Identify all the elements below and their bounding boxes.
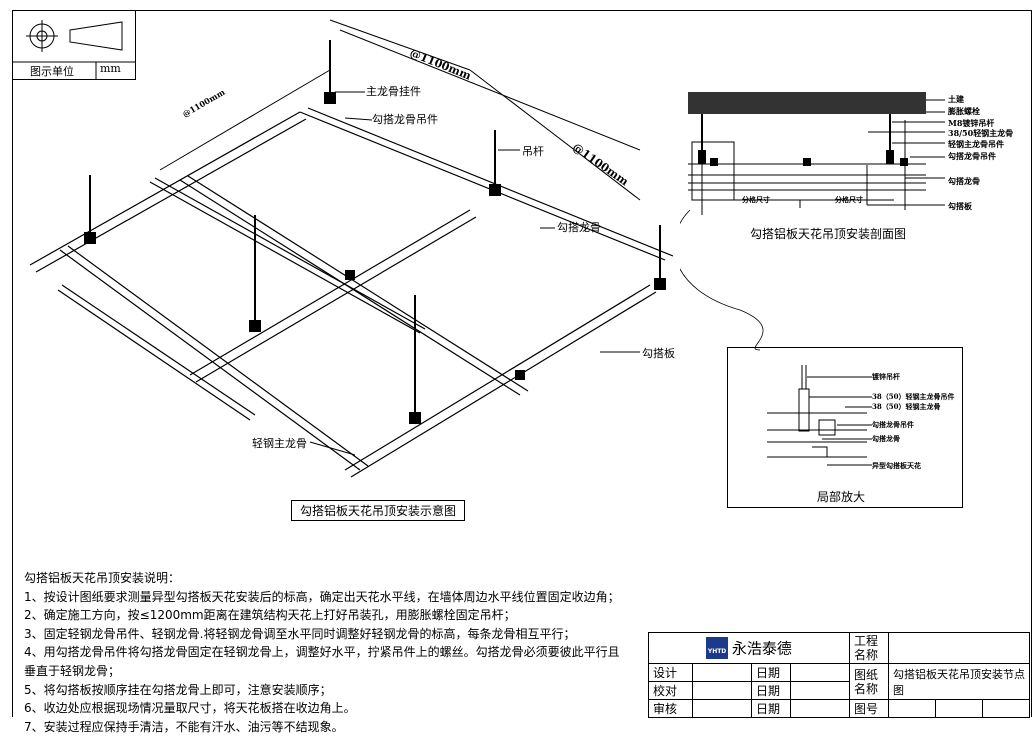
detail-label: 异型勾搭板天花 bbox=[872, 461, 921, 470]
unit-label: 图示单位 bbox=[30, 65, 74, 78]
title-block: YHTD 永浩泰德 工程名称 设计 日期 图纸名称 勾搭铝板天花吊顶安装节点图 … bbox=[648, 632, 1031, 718]
detail-label: 镀锌吊杆 bbox=[872, 372, 900, 381]
notes-title: 勾搭铝板天花吊顶安装说明： bbox=[24, 571, 181, 585]
detail-label: 勾搭龙骨吊件 bbox=[872, 420, 914, 429]
date-label: 日期 bbox=[751, 681, 791, 700]
section-label: M8镀锌吊杆 bbox=[948, 118, 995, 128]
dimension-label: 分格尺寸 bbox=[742, 195, 770, 204]
unit-box bbox=[12, 10, 136, 80]
drawing-name: 勾搭铝板天花吊顶安装节点图 bbox=[888, 663, 1030, 700]
isometric-ceiling-drawing bbox=[29, 19, 674, 478]
review-label: 审核 bbox=[648, 699, 693, 718]
note-item: 4、用勾搭龙骨吊件将勾搭龙骨固定在轻钢龙骨上，调整好水平，拧紧吊件上的螺丝。勾搭… bbox=[24, 645, 620, 660]
note-item: 垂直于轻钢龙骨； bbox=[24, 663, 121, 678]
note-item: 1、按设计图纸要求测量异型勾搭板天花安装后的标高，确定出天花水平线，在墙体周边水… bbox=[24, 589, 620, 604]
unit-value: mm bbox=[100, 62, 121, 75]
project-value bbox=[888, 632, 1030, 664]
company-logo: YHTD bbox=[706, 637, 729, 659]
note-item: 7、安装过程应保持手清洁，不能有汗水、油污等不结现象。 bbox=[24, 719, 344, 734]
project-label: 工程名称 bbox=[849, 632, 889, 664]
date-label: 日期 bbox=[751, 663, 791, 682]
company-cell: YHTD 永浩泰德 bbox=[648, 632, 850, 664]
main-view-caption: 勾搭铝板天花吊顶安装示意图 bbox=[291, 500, 466, 521]
note-item: 2、确定施工方向，按≤1200mm距离在建筑结构天花上打好吊装孔，用膨胀螺栓固定… bbox=[24, 608, 516, 623]
design-label: 设计 bbox=[648, 663, 693, 682]
installation-notes: 勾搭铝板天花吊顶安装说明： 1、按设计图纸要求测量异型勾搭板天花安装后的标高，确… bbox=[24, 569, 620, 736]
number-label: 图号 bbox=[849, 699, 889, 718]
section-label: 勾搭龙骨吊件 bbox=[948, 151, 996, 161]
label-main-hanger: 主龙骨挂件 bbox=[366, 85, 421, 98]
date-label: 日期 bbox=[751, 699, 791, 718]
projection-symbol-icon bbox=[26, 20, 123, 52]
label-hook-hanger: 勾搭龙骨吊件 bbox=[372, 113, 438, 126]
label-light-steel-main: 轻钢主龙骨 bbox=[252, 437, 307, 450]
drawing-label: 图纸名称 bbox=[849, 663, 889, 700]
label-hook-panel: 勾搭板 bbox=[642, 347, 675, 360]
label-rod: 吊杆 bbox=[522, 145, 544, 158]
section-label: 勾搭板 bbox=[948, 201, 972, 211]
detail-label: 38（50）轻钢主龙骨 bbox=[872, 402, 941, 411]
section-label: 勾搭龙骨 bbox=[948, 176, 980, 186]
detail-view-caption: 局部放大 bbox=[817, 490, 866, 504]
section-label: 轻钢主龙骨吊件 bbox=[948, 139, 1004, 149]
note-item: 5、将勾搭板按顺序挂在勾搭龙骨上即可，注意安装顺序； bbox=[24, 682, 332, 697]
note-item: 6、收边处应根据现场情况量取尺寸，将天花板搭在收边角上。 bbox=[24, 701, 356, 716]
section-view-caption: 勾搭铝板天花吊顶安装剖面图 bbox=[750, 227, 907, 241]
detail-label: 38（50）轻钢主龙骨吊件 bbox=[872, 392, 955, 401]
drawing-frame bbox=[12, 10, 1032, 717]
detail-label: 勾搭龙骨 bbox=[872, 434, 900, 443]
section-label: 土建 bbox=[948, 94, 964, 104]
section-label: 膨胀螺栓 bbox=[948, 106, 980, 116]
label-hook-keel: 勾搭龙骨 bbox=[557, 221, 601, 234]
check-label: 校对 bbox=[648, 681, 693, 700]
note-item: 3、固定轻钢龙骨吊件、轻钢龙骨.将轻钢龙骨调至水平同时调整好轻钢龙骨的标高，每条… bbox=[24, 626, 576, 641]
section-label: 38/50轻钢主龙骨 bbox=[948, 128, 1014, 138]
section-drawing bbox=[680, 92, 945, 351]
dimension-label: 分格尺寸 bbox=[835, 195, 863, 204]
detail-drawing bbox=[727, 347, 963, 508]
company-name: 永浩泰德 bbox=[731, 639, 792, 658]
